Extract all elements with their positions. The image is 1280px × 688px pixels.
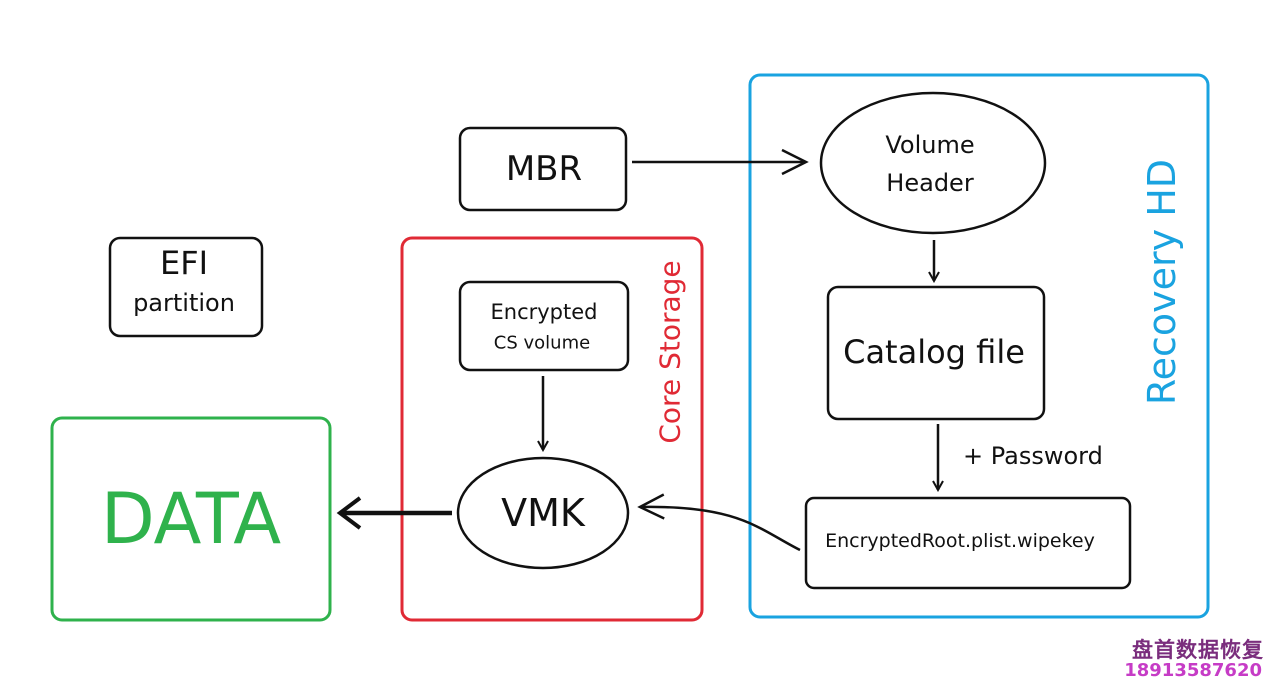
mbr-label: MBR: [506, 149, 582, 189]
vmk-ellipse: [456, 456, 630, 570]
efi-label-line-2: partition: [133, 289, 235, 317]
volume-header-ellipse: [819, 91, 1047, 235]
encrypted-cs-line-1: Encrypted: [491, 300, 598, 324]
watermark-phone: 18913587620: [1124, 660, 1262, 681]
volume-header-line-2: Header: [886, 169, 974, 197]
core-storage-group: Core Storage: [400, 236, 704, 622]
encrypted-cs-volume-node: Encrypted CS volume: [458, 280, 630, 372]
wipekey-label: EncryptedRoot.plist.wipekey: [825, 530, 1095, 552]
vmk-node: VMK: [456, 456, 630, 570]
volume-header-line-1: Volume: [885, 131, 974, 159]
password-edge-label: + Password: [963, 442, 1103, 470]
catalog-file-node: Catalog file: [826, 285, 1046, 421]
efi-box: [108, 236, 264, 338]
data-node: DATA: [50, 416, 332, 622]
catalog-file-label: Catalog file: [843, 333, 1025, 371]
recovery-hd-group: Recovery HD: [748, 73, 1210, 619]
efi-label-line-1: EFI: [160, 244, 208, 282]
catalog-file-box: [826, 285, 1046, 421]
watermark-company: 盘首数据恢复: [1132, 638, 1264, 662]
encrypted-cs-line-2: CS volume: [494, 333, 590, 354]
data-label: DATA: [101, 478, 281, 560]
efi-partition-node: EFI partition: [108, 236, 264, 338]
recovery-hd-frame: [748, 73, 1210, 619]
mbr-node: MBR: [458, 126, 628, 212]
core-storage-label: Core Storage: [654, 260, 687, 443]
volume-header-node: Volume Header: [819, 91, 1047, 235]
edge-wipekey-to-vmk: [637, 493, 801, 552]
encrypted-cs-box: [458, 280, 630, 372]
wipekey-box: [804, 496, 1132, 590]
wipekey-node: EncryptedRoot.plist.wipekey: [804, 496, 1132, 590]
vmk-label: VMK: [501, 491, 586, 535]
mbr-box: [458, 126, 628, 212]
core-storage-frame: [400, 236, 704, 622]
recovery-hd-label: Recovery HD: [1140, 159, 1184, 405]
data-box: [50, 416, 332, 622]
